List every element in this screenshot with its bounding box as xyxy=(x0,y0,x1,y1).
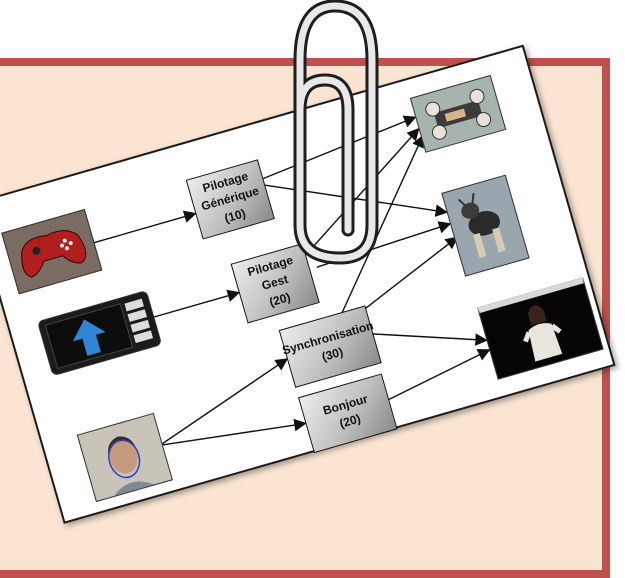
arrow-sync-to-vehicle xyxy=(339,134,424,319)
gamepad-photo xyxy=(1,208,103,295)
robot-dog-photo xyxy=(441,174,530,277)
avatar-render-photo xyxy=(477,277,604,380)
face-icon xyxy=(108,436,155,496)
arrow-pilotage-to-vehicle xyxy=(263,115,417,180)
robot-vehicle-icon xyxy=(425,88,492,140)
robot-dog-icon xyxy=(457,193,506,258)
avatar-icon xyxy=(523,305,563,362)
paperclip-icon xyxy=(293,0,379,265)
arrow-gamepad-to-pilotage xyxy=(94,210,197,244)
face-tracking-photo xyxy=(76,412,173,503)
up-arrow-icon xyxy=(44,298,154,370)
robot-vehicle-photo xyxy=(409,74,507,153)
arrow-sync-to-dog xyxy=(350,236,459,321)
arrow-face-to-sync xyxy=(159,358,289,446)
arrow-phone-to-gest xyxy=(142,289,241,321)
arrow-gest-to-vehicle xyxy=(305,127,420,256)
gamepad-icon xyxy=(21,230,87,278)
phone-arrow-photo xyxy=(36,290,163,377)
arrow-bonjour-to-avatar xyxy=(388,349,491,401)
arrow-face-to-bonjour xyxy=(159,418,307,447)
arrow-sync-to-avatar xyxy=(364,332,488,346)
